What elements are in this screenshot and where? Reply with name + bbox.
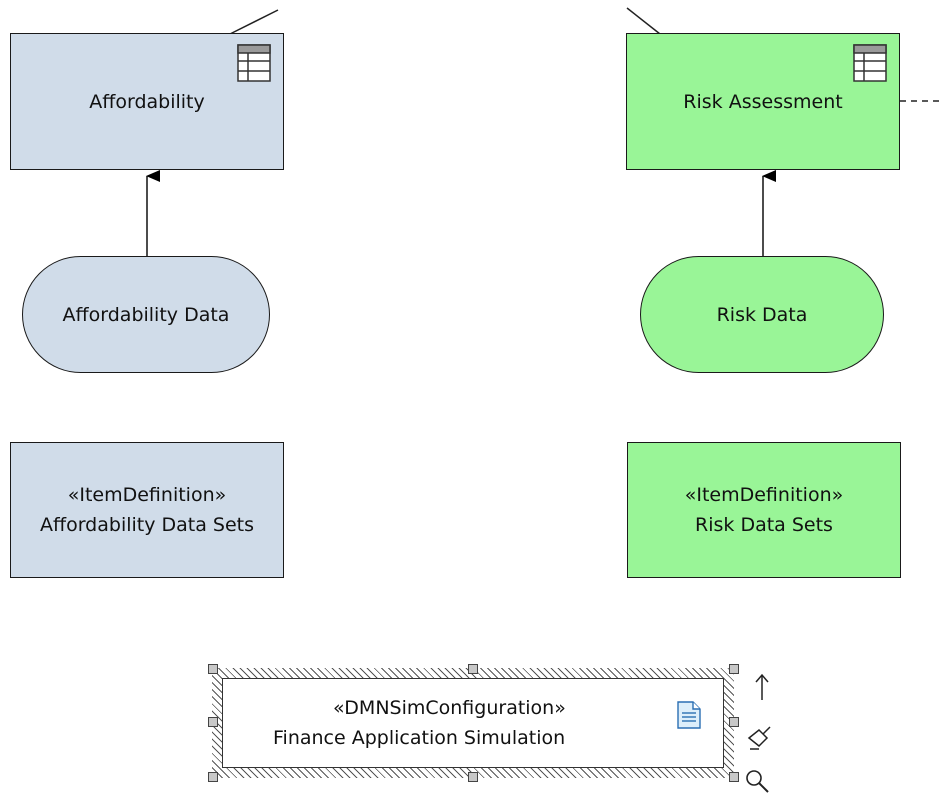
risk-item-name: Risk Data Sets (695, 514, 833, 536)
affordability-decision[interactable]: Affordability (10, 33, 284, 170)
up-arrow-icon[interactable] (752, 672, 772, 702)
risk-data-label: Risk Data (716, 303, 808, 326)
resize-handle-top-right[interactable] (729, 664, 739, 674)
resize-handle-top[interactable] (468, 664, 478, 674)
resize-handle-right[interactable] (729, 717, 739, 727)
affordability-item-name: Affordability Data Sets (39, 514, 255, 536)
risk-data-input[interactable]: Risk Data (640, 256, 884, 373)
resize-handle-left[interactable] (208, 717, 218, 727)
resize-handle-bottom-left[interactable] (208, 772, 218, 782)
magnifier-icon[interactable] (744, 768, 770, 794)
affordability-label: Affordability (89, 90, 205, 113)
risk-assessment-label: Risk Assessment (683, 90, 843, 113)
paint-brush-icon[interactable] (746, 725, 772, 751)
incoming-connector-right[interactable] (626, 7, 661, 35)
incoming-connector-left[interactable] (229, 9, 279, 35)
resize-handle-bottom-right[interactable] (729, 772, 739, 782)
resize-handle-top-left[interactable] (208, 664, 218, 674)
risk-assessment-decision[interactable]: Risk Assessment (626, 33, 900, 170)
resize-handle-bottom[interactable] (468, 772, 478, 782)
risk-item-stereotype: «ItemDefinition» (684, 484, 844, 506)
affordability-item-definition[interactable]: «ItemDefinition» Affordability Data Sets (10, 442, 284, 578)
decision-table-icon (853, 44, 887, 82)
risk-item-definition[interactable]: «ItemDefinition» Risk Data Sets (627, 442, 901, 578)
simulation-configuration-selected[interactable]: «DMNSimConfiguration» Finance Applicatio… (212, 668, 734, 778)
document-icon (677, 701, 701, 729)
affordability-item-stereotype: «ItemDefinition» (67, 484, 227, 506)
simulation-stereotype: «DMNSimConfiguration» (333, 697, 566, 719)
affordability-data-label: Affordability Data (62, 303, 230, 326)
simulation-configuration-element[interactable]: «DMNSimConfiguration» Finance Applicatio… (222, 678, 724, 768)
affordability-data-input[interactable]: Affordability Data (22, 256, 270, 373)
decision-table-icon (237, 44, 271, 82)
simulation-name: Finance Application Simulation (273, 727, 566, 749)
